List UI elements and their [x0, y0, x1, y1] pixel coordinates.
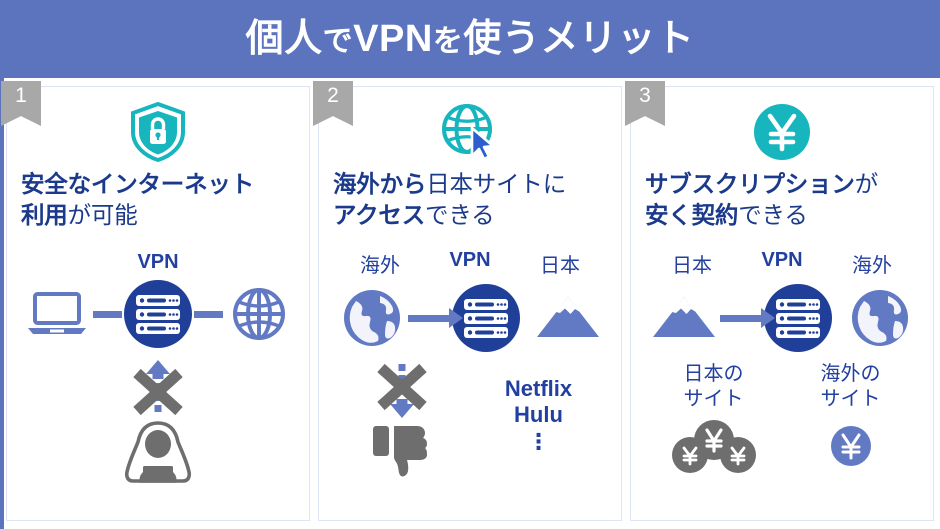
earth-node-3	[844, 282, 916, 354]
panel-2-connector-left	[408, 314, 450, 322]
vpn-server-icon	[452, 284, 520, 353]
panel-2-flow-row	[319, 282, 621, 354]
page-title: 個人でVPNを使うメリット	[246, 20, 695, 58]
panel-2-lower: Netflix Hulu ⋮	[319, 362, 621, 502]
panel-2-title-bold-1: 海外から	[333, 171, 427, 197]
single-blue-coin-icon	[830, 426, 871, 467]
title-part-2: で	[322, 25, 354, 58]
panel-3-flow-labels: 日本 VPN 海外	[631, 249, 933, 278]
three-gray-coins-icon	[671, 420, 756, 474]
laptop-node	[21, 278, 93, 350]
panel-2-flow-labels: 海外 VPN 日本	[319, 249, 621, 278]
panel-1-title-light-2: が可能	[67, 202, 138, 229]
panel-2-title-light-1: 日本サイトに	[426, 171, 567, 197]
panel-3-label-center: VPN	[761, 249, 803, 272]
earth-node-2	[336, 282, 408, 354]
panel-3-connector-right	[834, 315, 844, 322]
panel-1-title: 安全なインターネット 利用が可能	[7, 169, 309, 231]
overseas-site-label-line2: サイト	[820, 388, 881, 411]
vpn-server-icon	[764, 284, 832, 353]
mount-fuji-icon	[653, 297, 715, 338]
panel-safe-internet: 1 安全なインターネット 利用が可能 VPN	[1, 81, 310, 521]
panel-1-title-bold-2: 利用	[21, 202, 68, 229]
panel-3-label-left: 日本	[672, 255, 712, 278]
fuji-node-2	[532, 282, 604, 354]
earth-globe-icon	[852, 290, 908, 347]
left-edge-strip	[0, 78, 4, 529]
title-part-5: 使う	[463, 18, 541, 60]
title-part-3: VPN	[353, 18, 433, 60]
service-list: Netflix Hulu ⋮	[505, 376, 572, 455]
service-item-netflix: Netflix	[504, 376, 573, 402]
overseas-site-label: 海外の サイト	[821, 362, 881, 412]
panel-3-title-light-2: できる	[738, 202, 808, 229]
panel-3-flow-row	[631, 282, 933, 354]
service-item-hulu: Hulu	[514, 401, 563, 427]
domestic-site-label-line2: サイト	[683, 388, 744, 411]
title-part-4: を	[432, 25, 464, 58]
domestic-site-label: 日本の サイト	[684, 362, 744, 412]
panel-1-vpn-label: VPN	[137, 251, 179, 274]
panel-2-title: 海外から日本サイトに アクセスできる	[319, 169, 621, 231]
yen-circle-icon	[754, 104, 810, 160]
panel-1-connector-left	[93, 310, 122, 318]
title-part-1: 個人	[245, 18, 323, 60]
x-block-down-icon	[376, 363, 427, 419]
panel-2-connector-right	[522, 315, 532, 322]
panel-3-connector-left	[720, 314, 762, 322]
vpn-server-node-3	[762, 282, 834, 354]
header-banner: 個人でVPNを使うメリット	[0, 0, 940, 78]
title-part-6: メリット	[540, 18, 695, 60]
panel-2-blocked-column	[333, 362, 470, 502]
overseas-site-label-line1: 海外の	[820, 363, 881, 386]
fuji-node-3	[648, 282, 720, 354]
panel-3-title: サブスクリプションが 安く契約できる	[631, 169, 933, 231]
panel-3-title-light-1: が	[854, 171, 879, 197]
panel-2-label-right: 日本	[540, 255, 580, 278]
vpn-server-node-1	[122, 278, 194, 350]
panel-1-flow-row	[7, 278, 309, 350]
globe-node	[223, 278, 295, 350]
panel-access-japan-sites: 2 海外から日本サイトに アクセスできる 海外 VPN 日本	[313, 81, 622, 521]
panel-2-service-column: Netflix Hulu ⋮	[470, 362, 607, 502]
panel-3-title-bold-1: サブスクリプション	[645, 171, 855, 197]
panel-2-title-light-2: できる	[425, 202, 495, 229]
panel-1-lower	[7, 358, 309, 498]
domestic-site-label-line1: 日本の	[683, 363, 744, 386]
panel-2-label-left: 海外	[360, 255, 400, 278]
panel-cheap-subscription: 3 サブスクリプションが 安く契約できる 日本 VPN 海外	[625, 81, 934, 521]
laptop-icon	[28, 292, 86, 335]
panels-container: 1 安全なインターネット 利用が可能 VPN	[0, 78, 940, 529]
panel-1-title-bold-1: 安全なインターネット	[21, 171, 254, 197]
mount-fuji-icon	[537, 297, 599, 338]
vpn-server-node-2	[450, 282, 522, 354]
panel-2-label-center: VPN	[449, 249, 491, 272]
panel-2-title-bold-2: アクセス	[333, 202, 426, 229]
panel-3-overseas-column: 海外の サイト	[782, 362, 919, 502]
panel-2-header-icon	[319, 101, 621, 163]
thumbs-down-icon	[372, 426, 427, 477]
panel-1-hacker-column	[21, 358, 295, 498]
globe-wire-icon	[233, 288, 285, 341]
vpn-server-icon	[124, 280, 192, 349]
panel-3-header-icon	[631, 101, 933, 163]
panel-3-domestic-column: 日本の サイト	[645, 362, 782, 502]
service-list-ellipsis: ⋮	[527, 428, 550, 454]
hacker-icon	[124, 421, 192, 483]
panel-1-header-icon	[7, 101, 309, 163]
panel-3-lower: 日本の サイト	[631, 362, 933, 502]
globe-cursor-icon	[442, 104, 495, 161]
panel-3-label-right: 海外	[852, 255, 892, 278]
panel-1-connector-right	[194, 310, 223, 318]
x-block-up-icon	[133, 360, 183, 416]
panel-3-title-bold-2: 安く契約	[645, 202, 739, 229]
shield-lock-icon	[131, 102, 185, 162]
earth-globe-icon	[344, 290, 400, 347]
